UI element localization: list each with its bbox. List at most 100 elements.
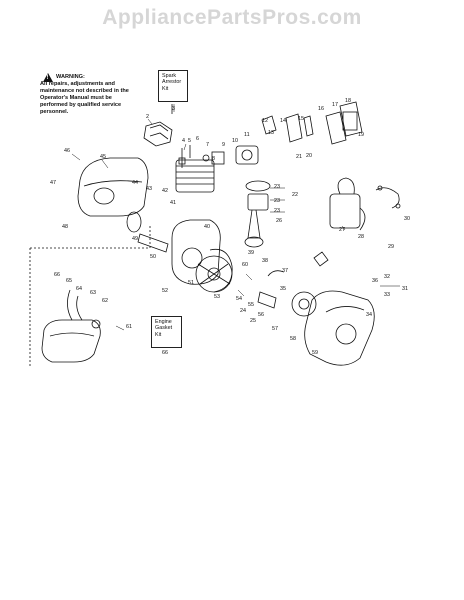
callout-47: 47 — [50, 180, 56, 186]
engine-gasket-line1: Engine — [155, 319, 172, 325]
callout-42: 42 — [162, 188, 168, 194]
flywheel-drawing — [195, 255, 233, 293]
engine-gasket-line2: Gasket — [155, 325, 173, 332]
callout-16: 16 — [318, 106, 324, 112]
callout-32: 32 — [384, 274, 390, 280]
warning-title-text: WARNING: — [56, 74, 85, 80]
callout-6: 6 — [196, 136, 199, 142]
callout-53: 53 — [214, 294, 220, 300]
callout-21: 21 — [296, 154, 302, 160]
starter-housing-drawing — [304, 290, 375, 366]
callout-28: 28 — [358, 234, 364, 240]
callout-2: 2 — [146, 114, 149, 120]
callout-50: 50 — [150, 254, 156, 260]
ignition-module-drawing — [329, 177, 401, 231]
watermark: AppliancePartsPros.com — [102, 6, 362, 29]
callout-26: 26 — [276, 218, 282, 224]
fuel-lines-drawing — [67, 289, 83, 321]
callout-31: 31 — [402, 286, 408, 292]
warning-text: All repairs, adjustments and maintenance… — [40, 81, 129, 115]
warning-title: WARNING: — [40, 73, 136, 82]
callout-44: 44 — [132, 180, 138, 186]
carburetor-drawing — [211, 113, 314, 165]
warning-icon — [43, 73, 53, 82]
callout-23-c: 23 — [274, 208, 280, 214]
muffler-shield-drawing — [143, 104, 173, 147]
callout-35: 35 — [280, 286, 286, 292]
fuel-tank-drawing — [41, 319, 101, 363]
callout-40: 40 — [204, 224, 210, 230]
callout-37: 37 — [282, 268, 288, 274]
callout-8: 8 — [212, 156, 215, 162]
engine-cover-drawing — [77, 157, 149, 217]
callout-24: 24 — [240, 308, 246, 314]
callout-18: 18 — [345, 98, 351, 104]
callout-5: 5 — [188, 138, 191, 144]
callout-9: 9 — [222, 142, 225, 148]
callout-51: 51 — [188, 280, 194, 286]
callout-59: 59 — [312, 350, 318, 356]
callout-12: 12 — [262, 118, 268, 124]
spark-plug-drawing — [178, 148, 186, 168]
callout-33: 33 — [384, 292, 390, 298]
callout-19: 19 — [358, 132, 364, 138]
callout-62: 62 — [102, 298, 108, 304]
piston-drawing — [244, 180, 271, 248]
callout-49: 49 — [132, 236, 138, 242]
callout-43: 43 — [146, 186, 152, 192]
callout-63: 63 — [90, 290, 96, 296]
callout-10: 10 — [232, 138, 238, 144]
callout-4: 4 — [182, 138, 185, 144]
callout-66-fuel: 66 — [54, 272, 60, 278]
callout-52: 52 — [162, 288, 168, 294]
callout-17: 17 — [332, 102, 338, 108]
callout-58: 58 — [290, 336, 296, 342]
air-filter-drawing — [325, 101, 363, 145]
o-ring-drawing — [126, 211, 142, 233]
callout-60: 60 — [242, 262, 248, 268]
callout-41: 41 — [170, 200, 176, 206]
callout-23-b: 23 — [274, 198, 280, 204]
fuel-system-group-outline — [30, 226, 151, 249]
callout-27: 27 — [339, 227, 345, 233]
callout-7: 7 — [206, 142, 209, 148]
spark-arrestor-line2: Arrestor — [162, 79, 182, 86]
callout-22: 22 — [292, 192, 298, 198]
callout-29: 29 — [388, 244, 394, 250]
callout-66-kit: 66 — [162, 350, 168, 356]
callout-23-a: 23 — [274, 184, 280, 190]
callout-14: 14 — [280, 118, 286, 124]
callout-48: 48 — [62, 224, 68, 230]
engine-gasket-line3: Kit — [155, 331, 162, 338]
starter-pulley-drawing — [257, 251, 329, 317]
callout-57: 57 — [272, 326, 278, 332]
warning-note: WARNING: All repairs, adjustments and ma… — [40, 73, 136, 116]
callout-39: 39 — [248, 250, 254, 256]
callout-20: 20 — [306, 153, 312, 159]
callout-65: 65 — [66, 278, 72, 284]
callout-38: 38 — [262, 258, 268, 264]
callout-36: 36 — [372, 278, 378, 284]
callout-55: 55 — [248, 302, 254, 308]
callout-45: 45 — [100, 154, 106, 160]
callout-3: 3 — [172, 106, 175, 112]
callout-labels: 3 2 4 5 6 7 8 9 10 11 12 13 14 15 16 17 … — [50, 98, 410, 356]
leader-lines — [71, 104, 400, 331]
callout-30: 30 — [404, 216, 410, 222]
engine-gasket-kit-box: Engine Gasket Kit — [151, 316, 182, 348]
callout-61: 61 — [126, 324, 132, 330]
callout-54: 54 — [236, 296, 242, 302]
callout-13: 13 — [268, 130, 274, 136]
callout-56: 56 — [258, 312, 264, 318]
callout-11: 11 — [244, 132, 250, 138]
callout-25: 25 — [250, 318, 256, 324]
callout-46: 46 — [64, 148, 70, 154]
spark-arrestor-line1: Spark — [162, 73, 177, 79]
callout-64: 64 — [76, 286, 82, 292]
spark-arrestor-kit-box: Spark Arrestor Kit — [158, 70, 188, 102]
spark-arrestor-line3: Kit — [162, 85, 169, 92]
callout-15: 15 — [298, 116, 304, 122]
callout-34: 34 — [366, 312, 372, 318]
